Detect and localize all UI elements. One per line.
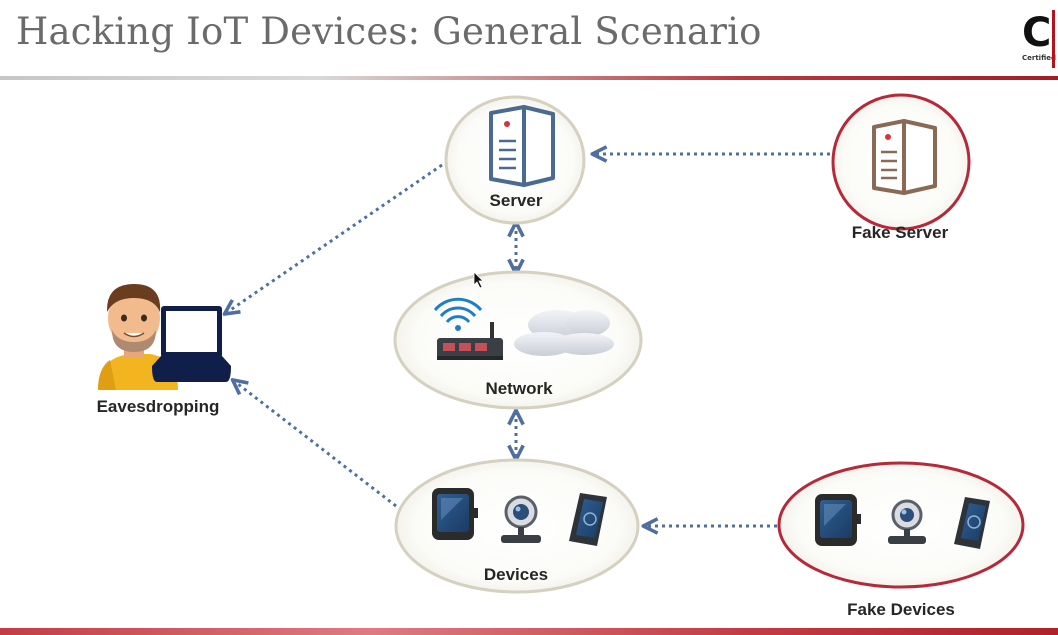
eavesdropping-node: Eavesdropping <box>97 284 231 416</box>
devices-to-eavesdropping-arrow <box>234 381 397 508</box>
smartphone-icon <box>569 493 607 546</box>
brand-logo: C Certified <box>1018 10 1058 68</box>
fake-devices-label: Fake Devices <box>847 600 955 619</box>
server-to-eavesdropping-arrow <box>226 163 443 313</box>
server-label: Server <box>490 191 543 210</box>
page-title: Hacking IoT Devices: General Scenario <box>16 10 762 53</box>
fake-smartphone-icon <box>954 497 990 549</box>
fake-server-node: Fake Server <box>831 93 971 242</box>
server-icon <box>489 105 555 187</box>
devices-label: Devices <box>484 565 548 584</box>
eavesdropping-label: Eavesdropping <box>97 397 220 416</box>
router-icon <box>433 297 503 360</box>
fake-webcam-icon <box>888 499 926 544</box>
network-node: Network <box>393 270 643 410</box>
fake-server-label: Fake Server <box>852 223 949 242</box>
smartwatch-icon <box>432 488 478 540</box>
network-label: Network <box>485 379 553 398</box>
logo-letter: C <box>1022 10 1052 56</box>
fake-server-icon <box>872 119 937 195</box>
laptop-icon <box>152 306 231 382</box>
mouse-cursor-icon <box>473 271 484 289</box>
fake-devices-node: Fake Devices <box>777 461 1025 619</box>
footer-rule <box>0 628 1058 635</box>
header-rule <box>0 76 1058 80</box>
server-node: Server <box>444 95 586 225</box>
connectors <box>226 154 830 526</box>
cloud-icon <box>514 310 614 356</box>
devices-node: Devices <box>394 458 640 594</box>
fake-smartwatch-icon <box>815 494 861 546</box>
webcam-icon <box>501 495 541 543</box>
logo-subtitle: Certified <box>1022 54 1057 62</box>
logo-bar <box>1052 10 1055 68</box>
